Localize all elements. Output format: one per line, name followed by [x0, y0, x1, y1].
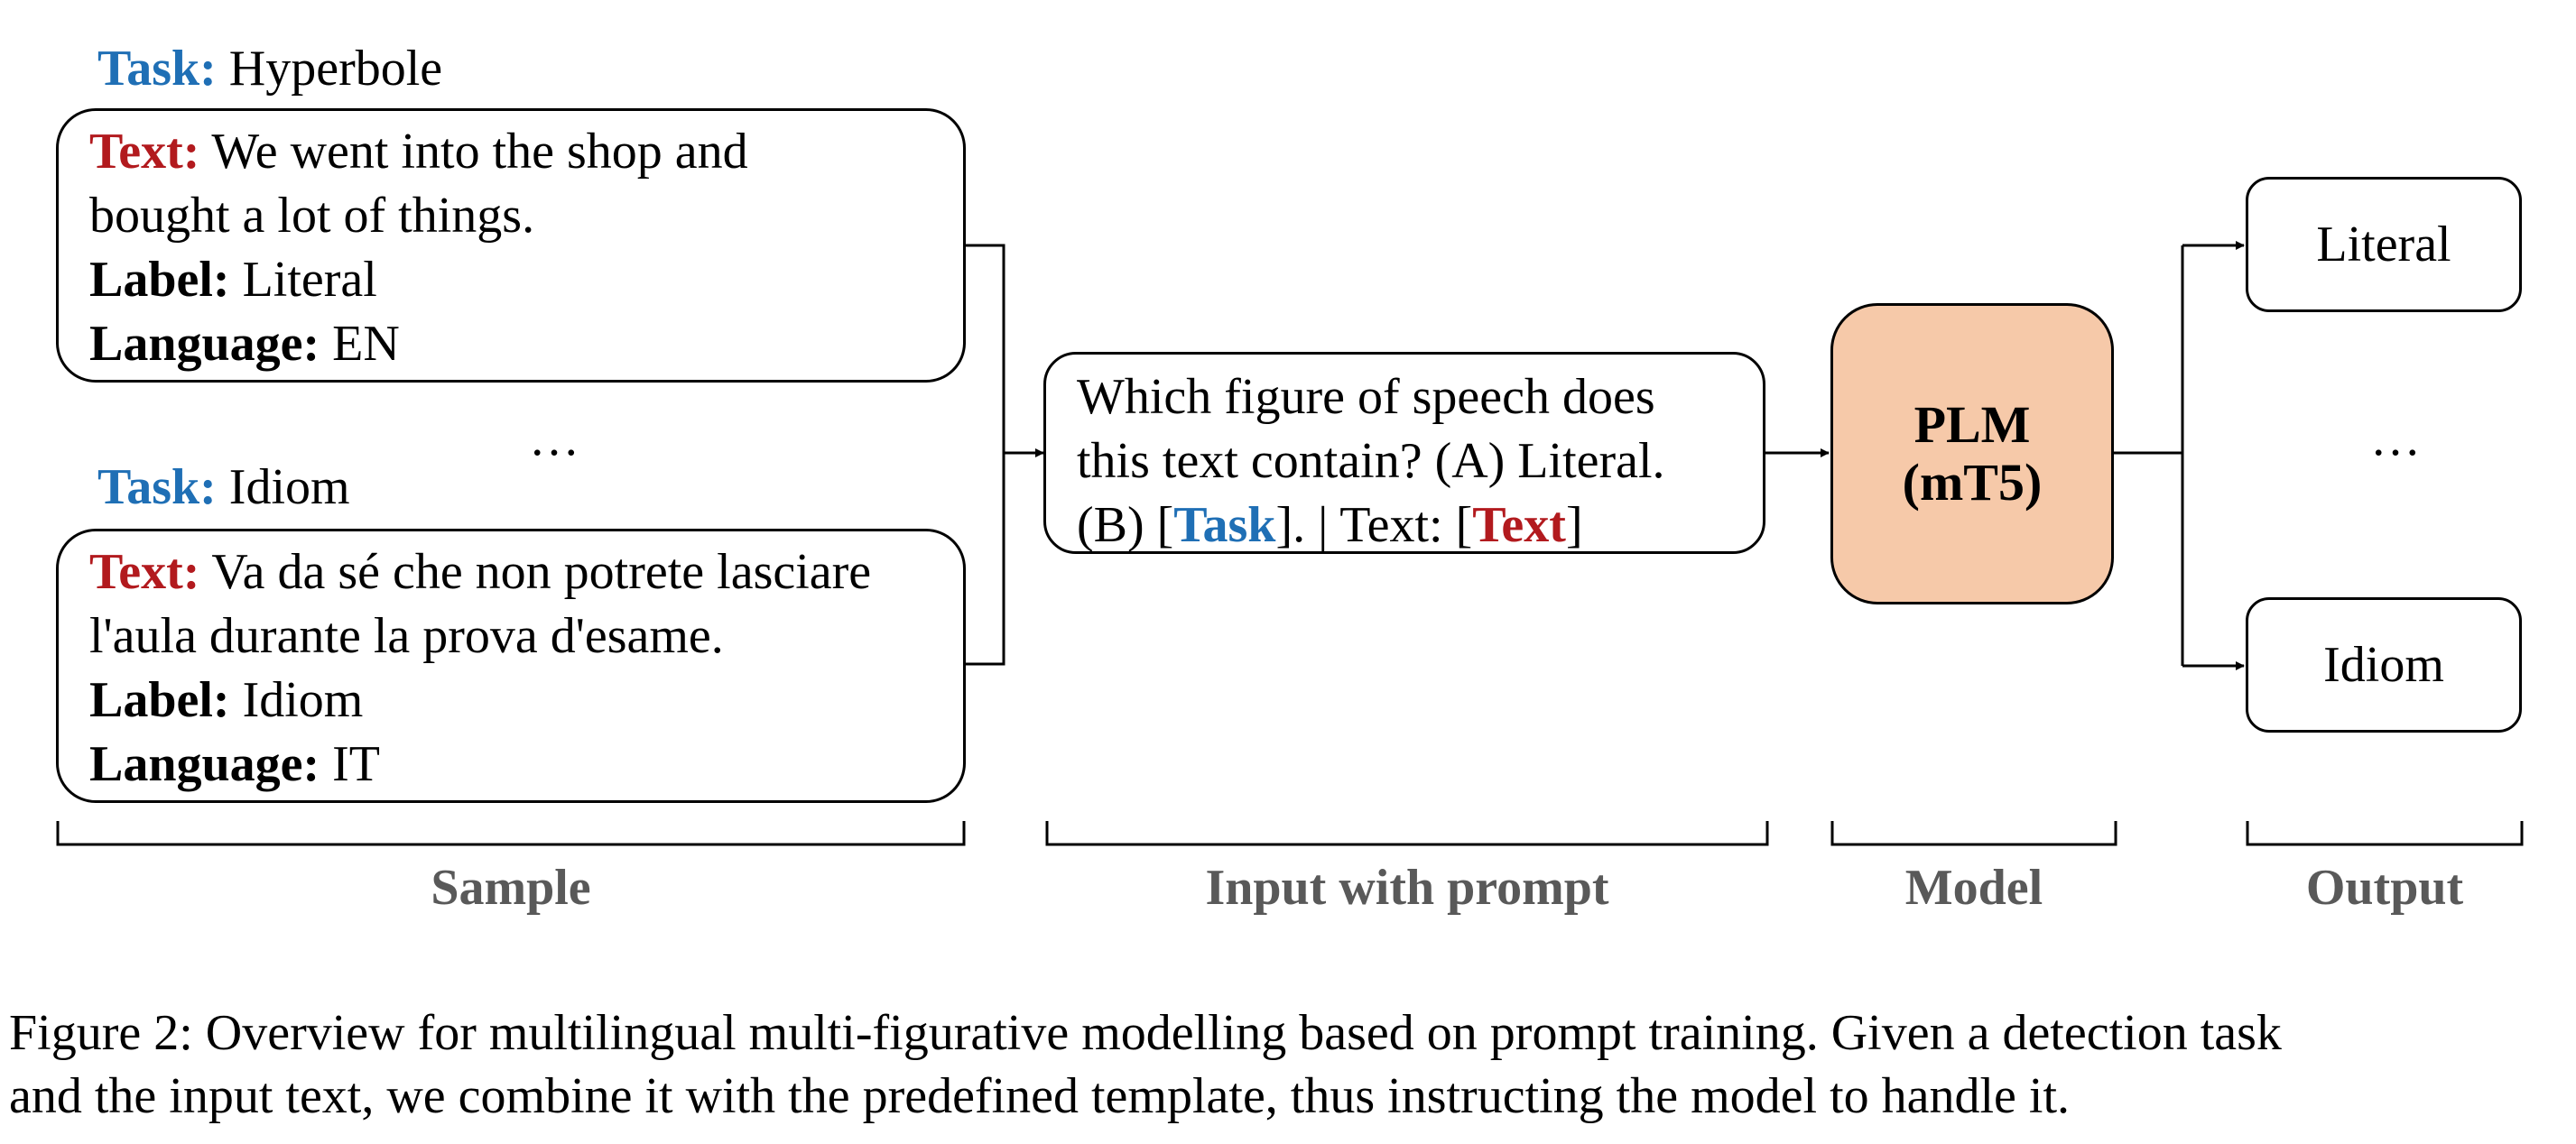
sample-label-line: Label: Idiom — [89, 669, 936, 733]
figure-caption: Figure 2: Overview for multilingual mult… — [9, 1001, 2576, 1128]
model-box: PLM (mT5) — [1830, 303, 2114, 604]
section-label-input: Input with prompt — [1205, 860, 1609, 916]
prompt-line: (B) [Task]. | Text: [Text] — [1077, 494, 1736, 558]
section-label-model: Model — [1904, 860, 2043, 916]
sample-label-line: Label: Literal — [89, 248, 936, 312]
task-key: Task: — [97, 459, 217, 515]
task-placeholder: Task — [1173, 497, 1276, 553]
outputs-ellipsis: … — [2370, 411, 2421, 466]
task-value: Idiom — [228, 459, 350, 515]
language-key: Language: — [89, 316, 320, 372]
task-value: Hyperbole — [228, 41, 443, 97]
prompt-line: Which figure of speech does — [1077, 369, 1655, 425]
prompt-fragment: ] — [1565, 497, 1583, 553]
prompt-bracket — [1045, 821, 1769, 846]
label-value: Literal — [242, 252, 377, 308]
sample-text-line: Text: We went into the shop and — [89, 120, 936, 184]
sample-language-line: Language: IT — [89, 733, 936, 797]
text-placeholder: Text — [1472, 497, 1566, 553]
label-value: Idiom — [242, 672, 364, 728]
output-idiom-box: Idiom — [2246, 597, 2522, 733]
text-value-continued: l'aula durante la prova d'esame. — [89, 608, 724, 664]
sample-task-label: Task: Hyperbole — [97, 40, 442, 97]
label-key: Label: — [89, 252, 230, 308]
text-value: Va da sé che non potrete lasciare — [211, 544, 872, 600]
caption-line: Figure 2: Overview for multilingual mult… — [9, 1005, 2282, 1061]
sample-bracket — [56, 821, 966, 846]
sample-language-line: Language: EN — [89, 312, 936, 376]
text-value-continued: bought a lot of things. — [89, 188, 535, 244]
prompt-fragment: ]. | Text: [ — [1275, 497, 1473, 553]
output-bracket — [2246, 821, 2524, 846]
section-label-sample: Sample — [431, 860, 591, 916]
sample1-connector — [962, 244, 1005, 453]
text-key: Text: — [89, 544, 200, 600]
model-variant: (mT5) — [1902, 453, 2043, 512]
task-key: Task: — [97, 41, 217, 97]
language-value: IT — [332, 736, 381, 792]
section-label-output: Output — [2305, 860, 2464, 916]
sample-card: Text: We went into the shop and bought a… — [56, 108, 966, 383]
model-name: PLM — [1913, 395, 2031, 454]
samples-ellipsis: … — [529, 411, 579, 466]
language-value: EN — [332, 316, 400, 372]
caption-line: and the input text, we combine it with t… — [9, 1068, 2071, 1124]
sample-task-label: Task: Idiom — [97, 458, 350, 516]
sample-text-line: Text: Va da sé che non potrete lasciare — [89, 540, 936, 604]
text-value: We went into the shop and — [211, 124, 748, 180]
label-key: Label: — [89, 672, 230, 728]
model-bracket — [1830, 821, 2117, 846]
prompt-fragment: (B) [ — [1077, 497, 1174, 553]
prompt-box: Which figure of speech does this text co… — [1043, 352, 1765, 554]
language-key: Language: — [89, 736, 320, 792]
prompt-line: this text contain? (A) Literal. — [1077, 433, 1665, 489]
sample-card: Text: Va da sé che non potrete lasciare … — [56, 529, 966, 803]
output-literal-box: Literal — [2246, 177, 2522, 312]
sample2-connector — [962, 453, 1005, 666]
text-key: Text: — [89, 124, 200, 180]
